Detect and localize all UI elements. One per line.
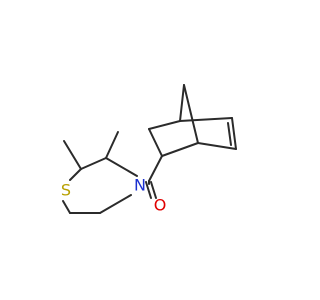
bond-c2-c3-cage	[148, 128, 163, 157]
bond-c2-c3	[80, 157, 107, 170]
bond-s-c2	[69, 168, 82, 181]
background	[0, 0, 300, 300]
bond-c4-c5	[179, 117, 233, 122]
norbornene-cage	[148, 84, 237, 157]
atom-label-o: O	[154, 196, 167, 215]
bond-c1-bridge	[183, 84, 199, 144]
bond-c4-bridge	[179, 84, 185, 122]
bond-c1-c6	[197, 142, 237, 150]
bond-carbonyl-c-o-2	[150, 181, 157, 199]
bond-n-c5	[99, 194, 132, 214]
bond-c6-s	[62, 200, 71, 214]
bond-carbonyl-c-o-1	[145, 181, 152, 199]
bond-c5-c6	[231, 117, 237, 150]
bond-c3-methyl	[105, 131, 119, 159]
bond-c2-c1-cage	[161, 142, 199, 157]
molecule-structure: S N O	[0, 0, 300, 300]
carbonyl-group	[145, 155, 163, 199]
bond-carbonyl-bicycle	[148, 155, 163, 182]
atom-label-s: S	[61, 181, 71, 200]
bond-c3-n	[105, 157, 138, 177]
bond-c5-c6-double	[227, 122, 232, 146]
atom-label-n: N	[134, 176, 146, 195]
thiomorpholine-ring	[62, 131, 138, 214]
bond-c2-methyl	[63, 140, 82, 170]
bond-c3-c4-cage	[148, 120, 181, 130]
